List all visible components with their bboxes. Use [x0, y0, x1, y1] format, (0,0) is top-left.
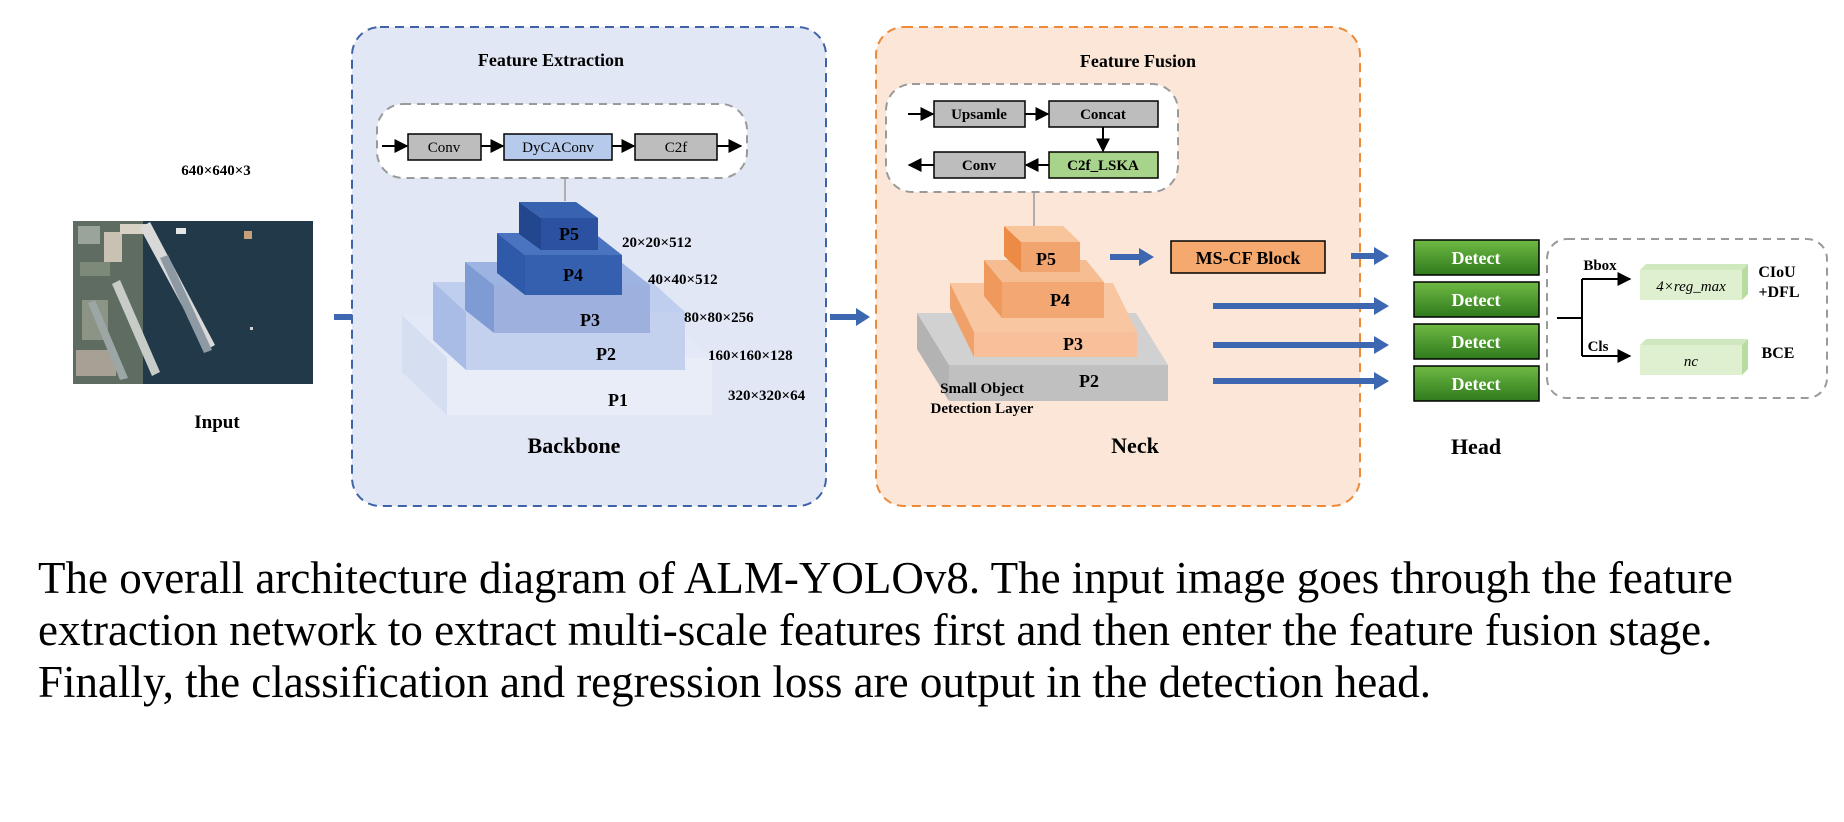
- architecture-diagram: 640×640×3 Input Feature Extraction Conv …: [73, 26, 1828, 507]
- neck-flow-block: Upsamle Concat C2f_LSKA Conv: [885, 83, 1179, 193]
- neck-concat-label: Concat: [1080, 107, 1126, 123]
- backbone-dims-p5: 20×20×512: [622, 235, 692, 251]
- neck-conv-box: [933, 151, 1026, 179]
- neck-level-label-p4: P4: [1050, 290, 1070, 310]
- neck-level-label-p2: P2: [1079, 371, 1099, 391]
- figure-caption: The overall architecture diagram of ALM-…: [38, 553, 1733, 707]
- mscf-block-box: [1170, 240, 1326, 274]
- cls-loss-label: BCE: [1762, 345, 1795, 362]
- backbone-dycaconv-label: DyCAConv: [522, 140, 594, 156]
- input-size-label: 640×640×3: [181, 163, 251, 179]
- backbone-title: Backbone: [528, 433, 621, 458]
- neck-level-label-p3: P3: [1063, 334, 1083, 354]
- neck-to-detect2-arrow: [1213, 297, 1389, 315]
- neck-level-p5: [1004, 226, 1080, 272]
- mscf-block-label: MS-CF Block: [1196, 248, 1301, 268]
- backbone-to-neck-arrow: [830, 308, 870, 326]
- p5-to-mscf-arrow: [1110, 248, 1154, 266]
- detect-box-4: [1413, 365, 1540, 402]
- detect-label-1: Detect: [1452, 248, 1501, 268]
- detect-label-3: Detect: [1452, 332, 1501, 352]
- cls-output-box: [1640, 339, 1748, 375]
- backbone-dims-p4: 40×40×512: [648, 272, 718, 288]
- neck-c2f-lska-label: C2f_LSKA: [1067, 158, 1139, 174]
- small-object-label-line1: Small Object: [940, 381, 1024, 397]
- backbone-level-label-p5: P5: [559, 224, 579, 244]
- neck-to-detect4-arrow: [1213, 372, 1389, 390]
- neck-to-detect3-arrow: [1213, 336, 1389, 354]
- neck-pyramid: P5 P4 P3 P2: [917, 226, 1168, 401]
- bbox-branch-label: Bbox: [1583, 258, 1617, 274]
- backbone-dims-p1: 320×320×64: [728, 388, 806, 404]
- cls-output-label: nc: [1684, 354, 1699, 370]
- detect-box-2: [1413, 281, 1540, 318]
- backbone-dycaconv-box: [503, 133, 613, 161]
- bbox-output-label: 4×reg_max: [1656, 279, 1726, 295]
- bbox-output-box: [1640, 264, 1748, 300]
- detect-box-3: [1413, 323, 1540, 360]
- neck-conv-label: Conv: [962, 158, 997, 174]
- backbone-level-label-p1: P1: [608, 390, 628, 410]
- input-image: [73, 221, 313, 384]
- backbone-dims-p3: 80×80×256: [684, 310, 754, 326]
- neck-title: Neck: [1111, 433, 1159, 458]
- detect-box-1: [1413, 239, 1540, 276]
- backbone-conv-label: Conv: [428, 140, 461, 156]
- head-title: Head: [1451, 434, 1501, 459]
- backbone-level-label-p2: P2: [596, 344, 616, 364]
- backbone-level-label-p4: P4: [563, 265, 583, 285]
- small-object-label-line2: Detection Layer: [931, 401, 1034, 417]
- cls-branch-label: Cls: [1588, 339, 1609, 355]
- backbone-level-p5: [519, 202, 598, 250]
- detect-label-2: Detect: [1452, 290, 1501, 310]
- backbone-pyramid: P5 P4 P3 P2 P1: [402, 202, 712, 415]
- backbone-dims-p2: 160×160×128: [708, 348, 793, 364]
- bbox-loss-line1: CIoU: [1758, 264, 1796, 281]
- head-output-block: Bbox Cls 4×reg_max nc CIoU +DFL BCE: [1546, 238, 1828, 399]
- bbox-loss-line2: +DFL: [1758, 284, 1799, 301]
- backbone-c2f-label: C2f: [665, 140, 688, 156]
- neck-level-label-p5: P5: [1036, 249, 1056, 269]
- detect-stack: Detect Detect Detect Detect: [1413, 239, 1540, 402]
- backbone-c2f-box: [634, 133, 718, 161]
- backbone-level-label-p3: P3: [580, 310, 600, 330]
- neck-concat-box: [1048, 100, 1159, 128]
- neck-section-title: Feature Fusion: [1080, 51, 1196, 71]
- neck-upsample-box: [933, 100, 1026, 128]
- input-title: Input: [194, 412, 240, 433]
- neck-upsample-label: Upsamle: [951, 107, 1007, 123]
- backbone-conv-box: [407, 133, 482, 161]
- backbone-section-title: Feature Extraction: [478, 50, 624, 70]
- backbone-flow-block: Conv DyCAConv C2f: [376, 103, 748, 179]
- mscf-to-detect-arrow: [1351, 247, 1389, 265]
- detect-label-4: Detect: [1452, 374, 1501, 394]
